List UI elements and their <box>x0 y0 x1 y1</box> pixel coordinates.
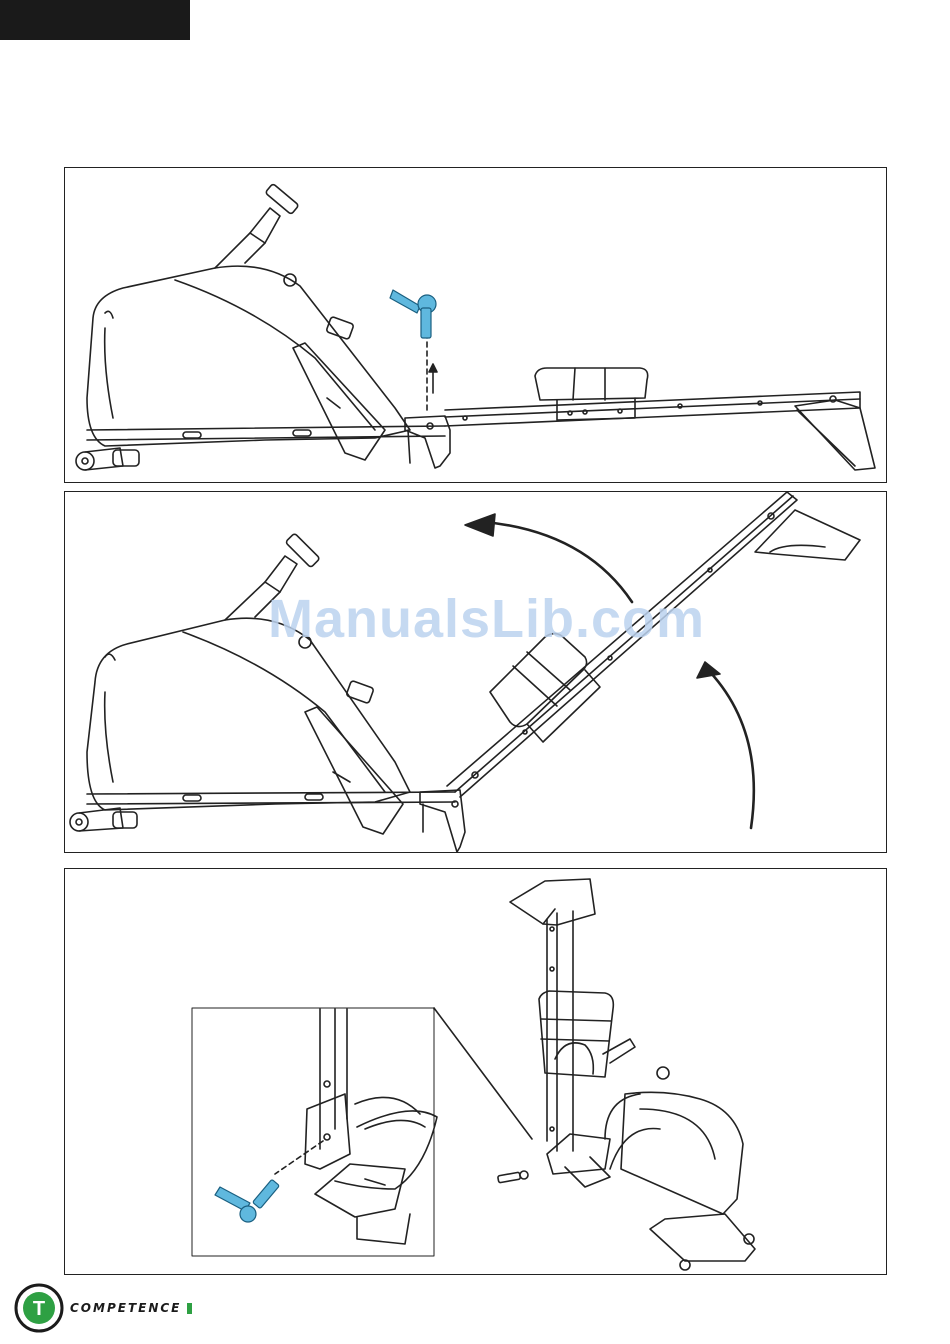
rower-upright-illustration <box>65 869 888 1276</box>
step-panel-remove-knob <box>64 167 887 483</box>
brand-logo-icon: T <box>14 1283 64 1333</box>
svg-text:T: T <box>33 1298 45 1320</box>
knob-icon <box>215 1179 279 1222</box>
curved-arrow-icon <box>465 514 632 602</box>
brand-footer: T COMPETENCE <box>14 1283 192 1333</box>
header-tab <box>0 0 190 40</box>
curved-arrow-icon <box>697 662 754 828</box>
rower-flat-illustration <box>65 168 888 484</box>
step-panel-fold-rail-up <box>64 491 887 853</box>
brand-mark <box>187 1303 192 1314</box>
rower-folding-illustration <box>65 492 888 854</box>
up-arrow-icon <box>429 364 437 393</box>
knob-icon <box>390 290 436 338</box>
step-panel-stored-upright <box>64 868 887 1275</box>
brand-name: COMPETENCE <box>70 1301 181 1315</box>
detail-inset <box>215 1009 437 1244</box>
